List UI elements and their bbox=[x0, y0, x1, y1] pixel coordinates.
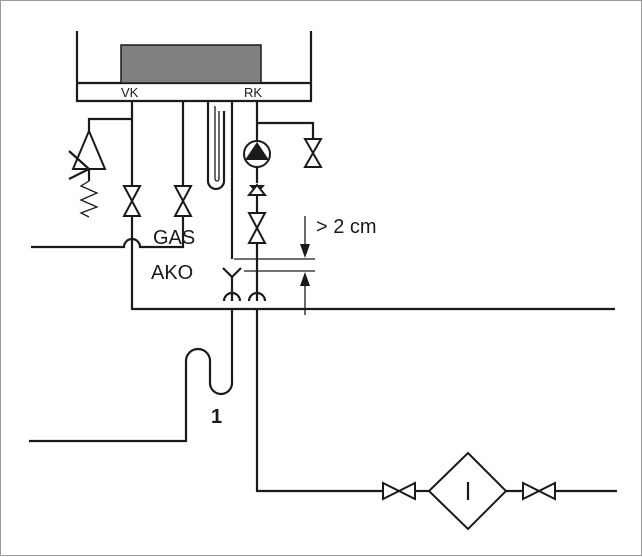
return-valve-icon bbox=[247, 212, 267, 244]
arrow-up-icon bbox=[300, 272, 310, 286]
siphon-icon bbox=[29, 309, 234, 443]
safety-valve-outlet bbox=[68, 150, 91, 180]
siphon-number-label: 1 bbox=[211, 406, 222, 428]
funnel-icon bbox=[222, 267, 242, 302]
return-label: RK bbox=[244, 85, 262, 100]
flow-pipe bbox=[79, 101, 615, 311]
condensate-line bbox=[206, 101, 234, 259]
lower-valve-right-icon bbox=[522, 481, 556, 501]
filter-icon bbox=[427, 451, 508, 531]
gas-valve-icon bbox=[173, 185, 193, 217]
distance-dimension bbox=[234, 216, 315, 315]
flow-valve-icon bbox=[122, 185, 142, 217]
boiler-casing bbox=[75, 31, 313, 103]
heater-body bbox=[120, 44, 262, 84]
boiler-unit bbox=[75, 31, 313, 103]
pump-icon bbox=[243, 140, 271, 168]
lower-valve-left-icon bbox=[382, 481, 416, 501]
arrow-down-icon bbox=[300, 244, 310, 258]
safety-valve-icon bbox=[71, 128, 107, 170]
return-pipe bbox=[247, 101, 383, 493]
flow-label: VK bbox=[121, 85, 139, 100]
distance-label: > 2 cm bbox=[316, 216, 377, 238]
return-check-valve-icon bbox=[246, 183, 268, 196]
gas-label: GAS bbox=[153, 227, 195, 249]
gas-pipe bbox=[31, 101, 185, 249]
condensate-drain-label: AKO bbox=[151, 262, 193, 284]
drain-valve-icon bbox=[303, 138, 323, 168]
